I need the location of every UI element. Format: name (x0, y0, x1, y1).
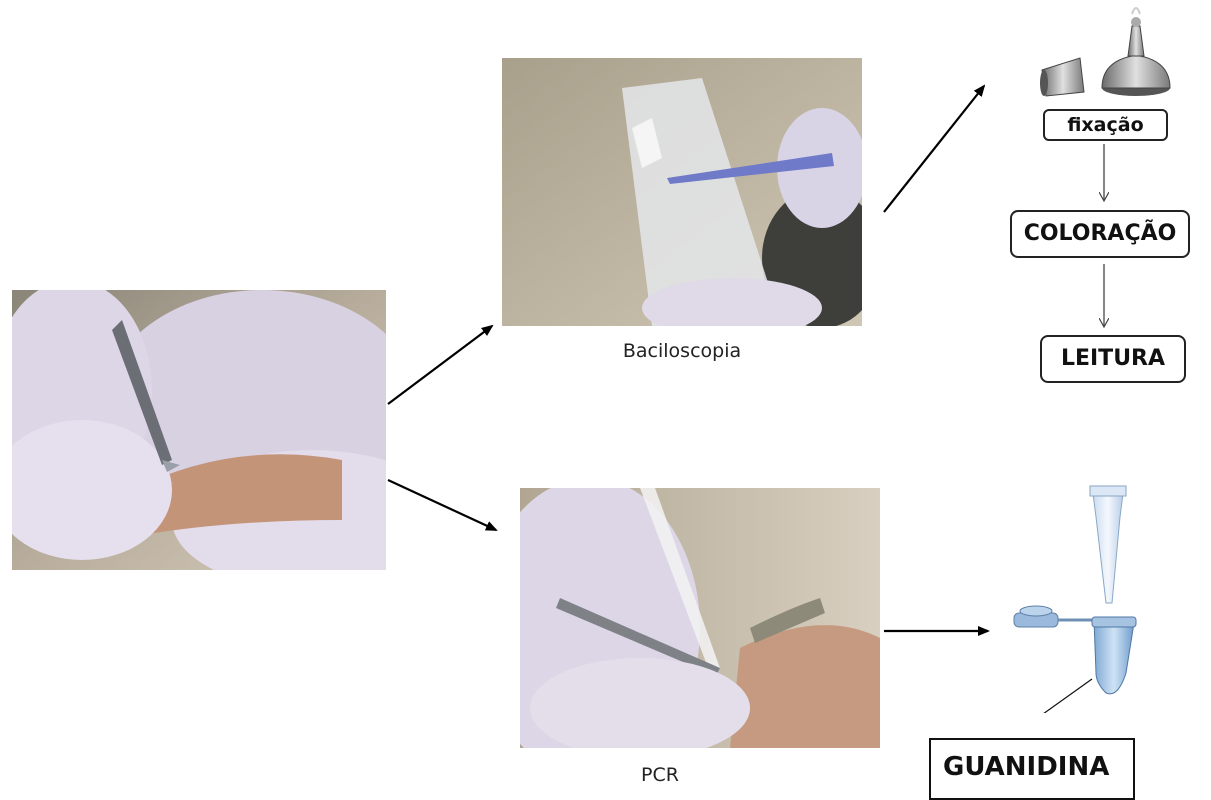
arrow-to-smear (388, 326, 492, 404)
arrow-to-fixation (884, 86, 984, 212)
arrow-to-pcr (388, 480, 496, 530)
